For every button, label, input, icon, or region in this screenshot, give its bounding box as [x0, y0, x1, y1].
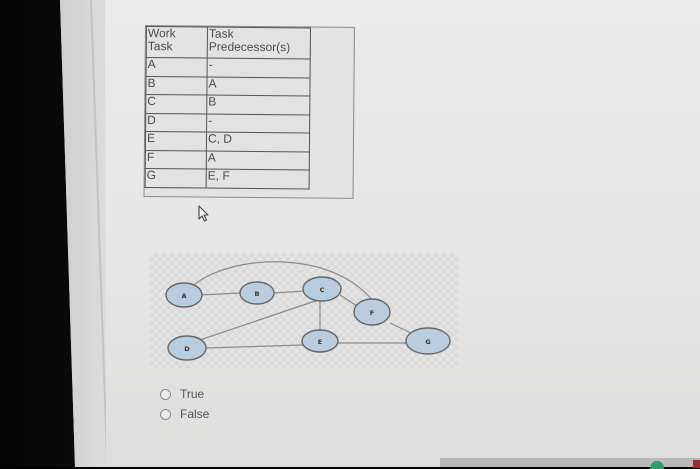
node-E: [301, 329, 339, 353]
network-diagram-svg: A B C D E F G: [165, 261, 451, 361]
node-label: G: [425, 338, 430, 346]
cell-predecessors: B: [206, 95, 310, 115]
node-A: [165, 282, 203, 308]
table-header-row: Work Task Task Predecessor(s): [146, 26, 311, 59]
table-row: D -: [145, 113, 310, 133]
cell-task: F: [145, 150, 207, 170]
cell-task: E: [145, 131, 207, 151]
table-row: B A: [145, 76, 311, 96]
node-C: [302, 276, 342, 302]
cell-predecessors: E, F: [206, 169, 310, 189]
node-label: E: [318, 338, 322, 346]
edge-A-B: [199, 292, 241, 296]
edge-B-C: [272, 290, 307, 294]
table-row: C B: [145, 94, 310, 115]
edge-A-F: [193, 261, 374, 302]
cell-task: C: [145, 94, 207, 114]
table-row: F A: [145, 150, 310, 170]
option-label: True: [180, 387, 205, 401]
cell-predecessors: -: [206, 113, 310, 133]
node-label: F: [370, 309, 374, 317]
cell-predecessors: -: [207, 58, 311, 78]
edge-C-D: [196, 299, 319, 342]
header-task-predecessors: Task Predecessor(s): [207, 27, 311, 59]
node-label: D: [184, 345, 190, 353]
option-true[interactable]: True: [160, 384, 209, 404]
node-label: C: [320, 286, 325, 294]
node-label: B: [255, 290, 260, 298]
table-row: A -: [146, 57, 311, 78]
taskbar-app-icon[interactable]: [693, 460, 700, 468]
radio-false[interactable]: [160, 408, 171, 420]
radio-true[interactable]: [160, 388, 171, 400]
cell-task: B: [145, 76, 208, 96]
table-row: E C, D: [145, 131, 310, 152]
taskbar-app-icon[interactable]: [650, 461, 664, 469]
cell-predecessors: C, D: [206, 132, 310, 152]
cell-task: D: [145, 113, 207, 133]
header-text: Predecessor(s): [208, 39, 291, 55]
node-B: [239, 281, 275, 305]
network-diagram: A B C D E F G: [150, 253, 458, 368]
cell-predecessors: A: [206, 76, 311, 96]
cell-predecessors: A: [206, 150, 310, 170]
cell-task: G: [145, 168, 207, 188]
edge-D-E: [205, 344, 304, 349]
mouse-cursor-icon: [198, 205, 209, 222]
node-G: [405, 327, 451, 355]
table-row: G E, F: [145, 168, 310, 189]
task-table-frame: Work Task Task Predecessor(s) A - B A C …: [143, 25, 355, 199]
taskbar-edge: [440, 458, 700, 467]
cell-task: A: [146, 57, 208, 77]
option-false[interactable]: False: [160, 404, 209, 424]
answer-options: True False: [160, 384, 209, 424]
task-predecessor-table: Work Task Task Predecessor(s) A - B A C …: [145, 26, 311, 189]
node-label: A: [181, 292, 186, 300]
node-F: [353, 298, 391, 326]
header-text: Task: [147, 39, 173, 54]
node-D: [167, 335, 207, 361]
option-label: False: [180, 407, 210, 421]
header-work-task: Work Task: [146, 26, 208, 59]
